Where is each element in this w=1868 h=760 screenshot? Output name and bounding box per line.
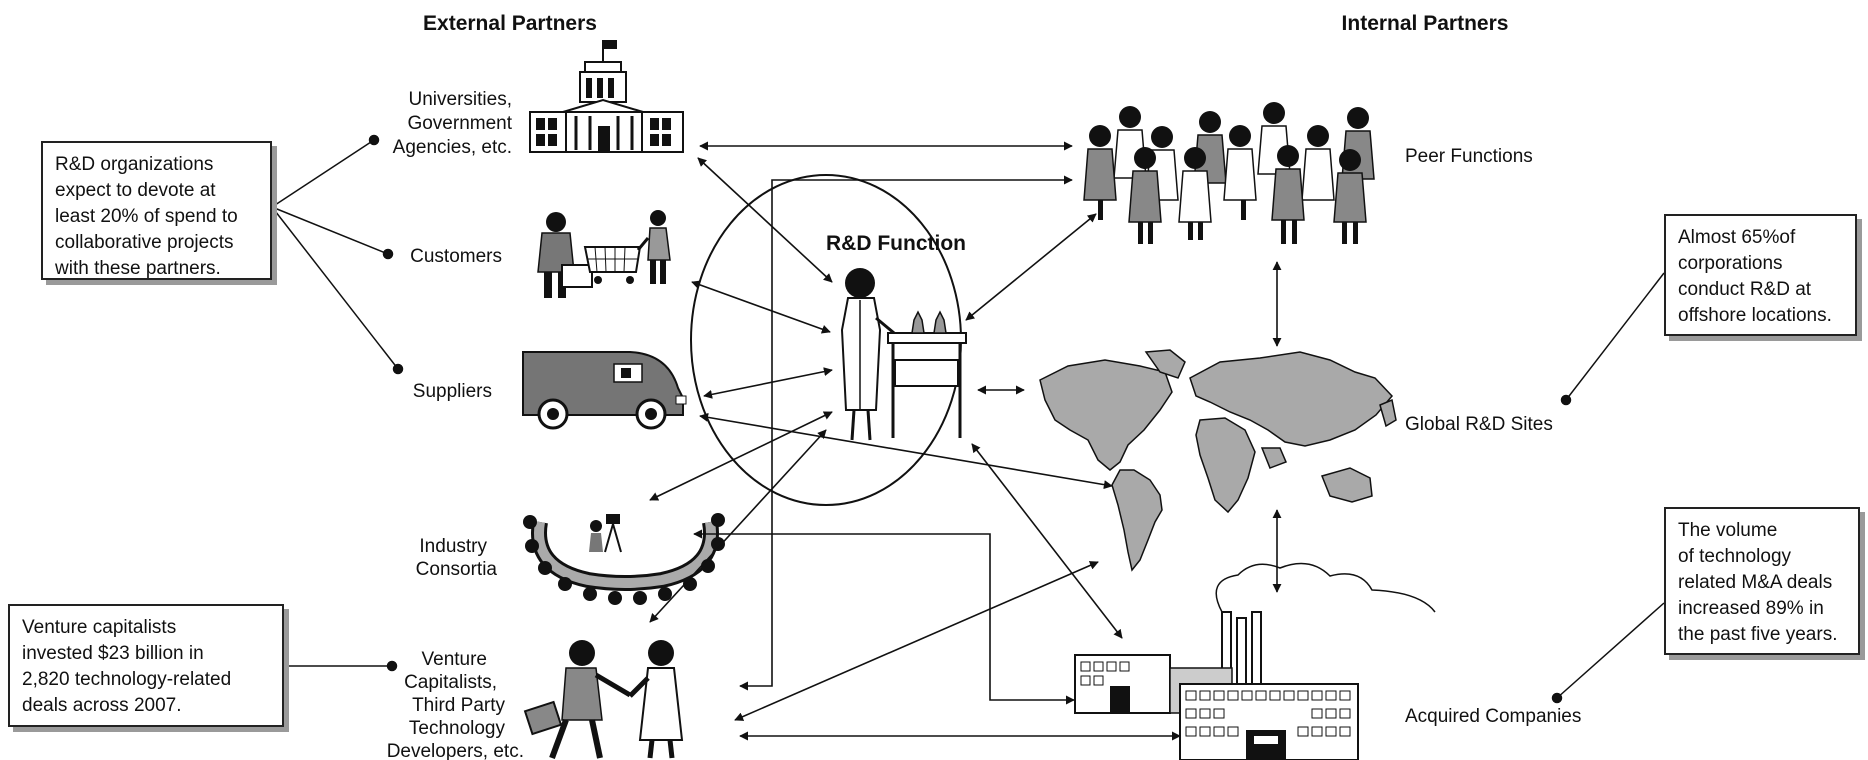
external-partners-header: External Partners [423, 12, 597, 35]
callout-venture: Venture capitalists invested $23 billion… [8, 604, 284, 727]
svg-text:Venture: Venture [422, 649, 488, 670]
svg-text:Universities,: Universities, [409, 89, 512, 110]
partner-label-customers: Customers [410, 246, 502, 267]
partner-label-venture: Venture Capitalists, Third Party Technol… [387, 649, 524, 760]
delivery-truck-icon [522, 351, 687, 430]
svg-text:Technology: Technology [409, 718, 506, 739]
relationship-arrows [649, 141, 1282, 741]
government-building-icon [529, 40, 684, 153]
partner-label-suppliers: Suppliers [413, 381, 492, 402]
callout-offshore: Almost 65%of corporations conduct R&D at… [1664, 214, 1857, 336]
internal-label-peer: Peer Functions [1405, 146, 1533, 167]
shopping-cart-people-icon [537, 210, 671, 298]
svg-text:Capitalists,: Capitalists, [404, 672, 497, 693]
callout-mna: The volume of technology related M&A dea… [1664, 507, 1860, 655]
callout-connectors [271, 134, 1665, 704]
factory-icon [1074, 562, 1436, 760]
internal-partners-header: Internal Partners [1342, 12, 1509, 35]
internal-label-acquired: Acquired Companies [1405, 706, 1581, 727]
svg-text:Consortia: Consortia [416, 559, 498, 580]
partner-label-universities: Universities, Government Agencies, etc. [393, 89, 513, 158]
partner-label-consortia: Industry Consortia [416, 536, 498, 580]
internal-label-global: Global R&D Sites [1405, 414, 1553, 435]
conference-table-icon [523, 513, 725, 605]
people-group-icon [1083, 102, 1375, 244]
svg-text:Industry: Industry [419, 536, 487, 557]
rd-function-title: R&D Function [826, 232, 966, 255]
world-map-icon [1039, 349, 1397, 572]
callout-rd-spend: R&D organizations expect to devote at le… [41, 141, 272, 280]
svg-text:Developers, etc.: Developers, etc. [387, 741, 524, 760]
svg-text:Agencies, etc.: Agencies, etc. [393, 137, 512, 158]
svg-text:Third Party: Third Party [412, 695, 505, 716]
svg-text:Government: Government [407, 113, 512, 134]
handshake-icon [523, 640, 684, 760]
